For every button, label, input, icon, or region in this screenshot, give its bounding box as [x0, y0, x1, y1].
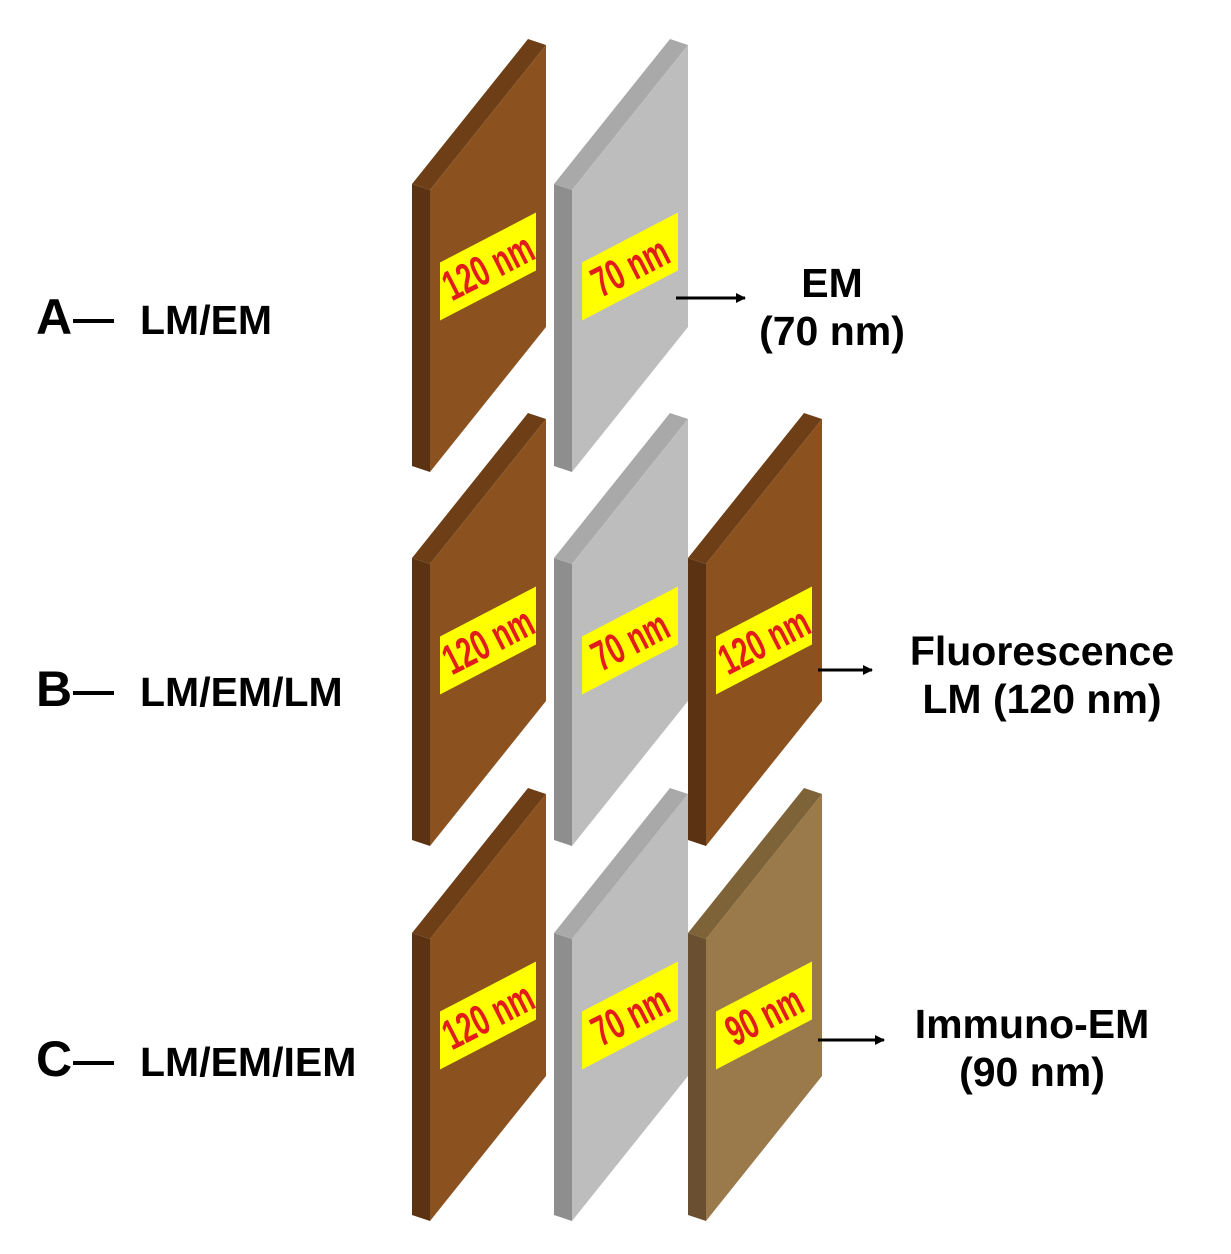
section-plate-lm-rowc: 120 nm [412, 788, 546, 1221]
plate-top-edge [688, 788, 822, 939]
row-dash: — [73, 667, 114, 713]
plate-side [554, 184, 572, 472]
section-plate-lm-rowb: 120 nm [412, 413, 546, 846]
plate-top-edge [554, 788, 688, 939]
output-label-line: EM [801, 260, 863, 306]
row-label-c: LM/EM/IEM [140, 1039, 356, 1085]
plate-top-edge [412, 39, 546, 190]
section-plate-lm-rowb: 120 nm [688, 413, 822, 846]
section-plate-em-rowc: 70 nm [554, 788, 688, 1221]
row-label-a: LM/EM [140, 297, 272, 343]
section-plate-lm-rowa: 120 nm [412, 39, 546, 472]
plate-side [554, 558, 572, 846]
row-letter-b: B [36, 661, 72, 717]
tag-box [440, 961, 536, 1070]
output-label-line: (70 nm) [759, 308, 905, 354]
tag-box [582, 212, 678, 321]
output-label-line: Immuno-EM [915, 1001, 1150, 1047]
section-plate-em-rowa: 70 nm [554, 39, 688, 472]
plate-top-edge [554, 413, 688, 564]
row-letter-a: A [36, 289, 72, 345]
plate-top-edge [412, 788, 546, 939]
tag-box [440, 212, 536, 321]
tag-box [582, 961, 678, 1070]
plate-side [688, 933, 706, 1221]
plate-side [554, 933, 572, 1221]
row-dash: — [73, 1037, 114, 1083]
tag-box [440, 586, 536, 695]
section-plate-iem-rowc: 90 nm [688, 788, 822, 1221]
row-letter-c: C [36, 1031, 72, 1087]
plate-side [412, 558, 430, 846]
plate-top-edge [554, 39, 688, 190]
output-label-line: Fluorescence [910, 628, 1174, 674]
row-dash: — [73, 295, 114, 341]
tag-box [716, 586, 812, 695]
output-label-line: (90 nm) [959, 1049, 1105, 1095]
plate-side [412, 184, 430, 472]
plate-top-edge [412, 413, 546, 564]
plate-top-edge [688, 413, 822, 564]
output-label-line: LM (120 nm) [922, 676, 1161, 722]
plate-side [412, 933, 430, 1221]
tag-box [582, 586, 678, 695]
section-plate-em-rowb: 70 nm [554, 413, 688, 846]
row-label-b: LM/EM/LM [140, 669, 343, 715]
tag-box [716, 961, 812, 1070]
plate-side [688, 558, 706, 846]
